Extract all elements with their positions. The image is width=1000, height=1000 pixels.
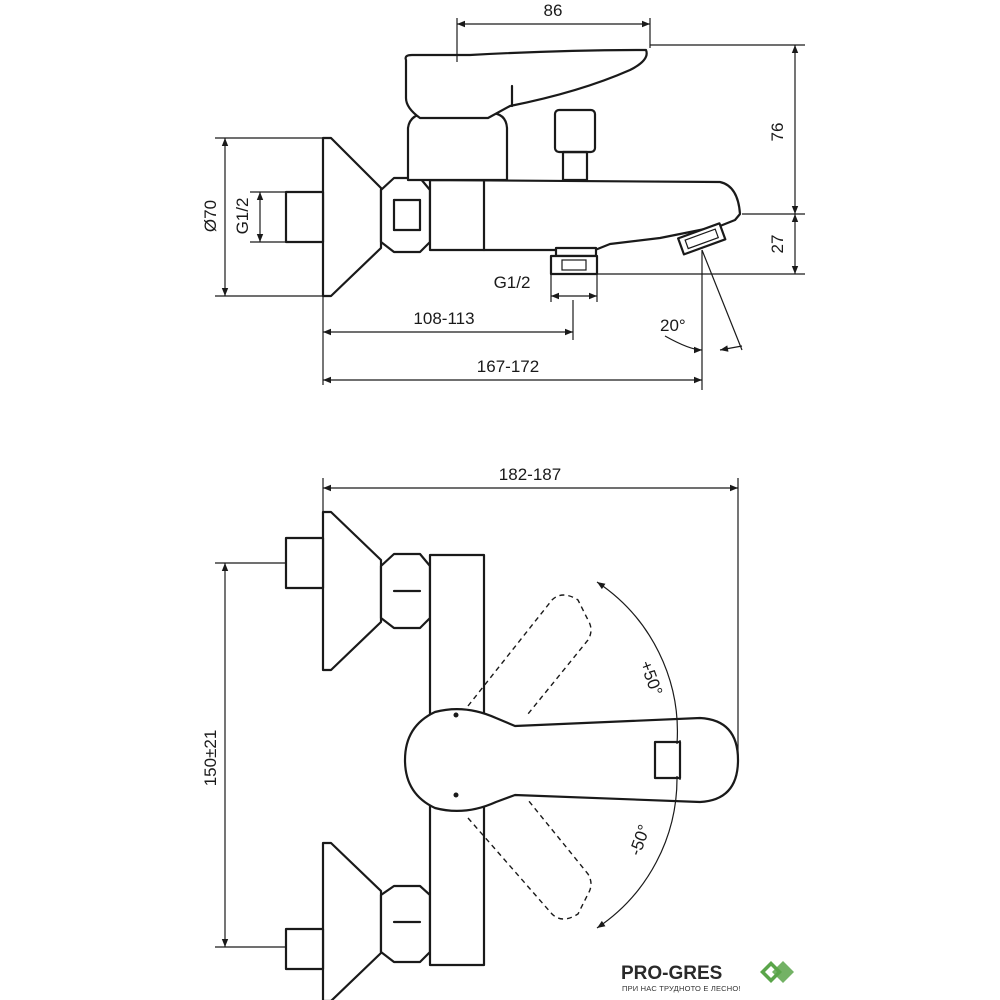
dim-spout-angle-label: 20° xyxy=(660,316,686,335)
dim-rosette-diameter: Ø70 xyxy=(201,137,323,297)
dim-lever-width: 86 xyxy=(456,1,651,62)
dim-height-top-label: 76 xyxy=(768,123,787,142)
wall-rosette xyxy=(321,136,383,298)
dim-rosette-diameter-label: Ø70 xyxy=(201,200,220,232)
dim-centre-distance-label: 150±21 xyxy=(201,730,220,787)
lower-rosette xyxy=(321,841,383,1000)
brand-tagline: ПРИ НАС ТРУДНОТО Е ЛЕСНО! xyxy=(622,984,741,993)
screw-dot-top xyxy=(453,712,459,718)
dim-lever-width-label: 86 xyxy=(544,1,563,20)
lower-hex-nut xyxy=(379,884,432,964)
screw-dot-bottom xyxy=(453,792,459,798)
dim-shower-outlet-label: 108-113 xyxy=(413,309,474,328)
upper-pipe-stub xyxy=(284,536,325,590)
dim-thread-outlet: G1/2 xyxy=(494,273,598,302)
top-view: +50° -50° 182-187 150±21 xyxy=(201,465,740,1000)
dim-spout-projection-label: 167-172 xyxy=(477,357,539,376)
brand-name: PRO-GRES xyxy=(621,963,722,984)
upper-hex-nut xyxy=(379,552,432,630)
cartridge-housing xyxy=(406,111,509,182)
lever-position-plus-50 xyxy=(467,594,592,715)
lever-position-minus-50 xyxy=(467,799,592,920)
dim-spout-projection: 167-172 xyxy=(323,250,703,390)
brand-logo: PRO-GRES ПРИ НАС ТРУДНОТО Е ЛЕСНО! xyxy=(621,961,794,993)
hex-nut xyxy=(379,176,432,254)
wall-pipe-stub xyxy=(284,190,325,244)
dim-shower-outlet: 108-113 xyxy=(322,296,574,385)
dim-thread-wall-label: G1/2 xyxy=(233,198,252,235)
dim-thread-wall: G1/2 xyxy=(233,191,286,243)
rotation-minus-label: -50° xyxy=(626,822,655,858)
diverter-knob xyxy=(553,108,597,182)
lower-pipe-stub xyxy=(284,927,325,971)
side-view: 86 76 27 Ø70 G1/2 xyxy=(201,1,805,390)
rotation-plus-label: +50° xyxy=(636,658,666,698)
dim-spout-angle: 20° xyxy=(660,249,743,354)
lever-slot xyxy=(653,740,682,780)
dim-height-spout-label: 27 xyxy=(768,235,787,254)
mixer-body xyxy=(428,178,742,252)
lever xyxy=(404,48,648,120)
upper-rosette xyxy=(321,510,383,672)
dim-total-depth-label: 182-187 xyxy=(499,465,561,484)
dim-total-depth: 182-187 xyxy=(322,465,739,760)
dim-thread-outlet-label: G1/2 xyxy=(494,273,531,292)
brand-chevron-icon xyxy=(760,961,794,983)
aerator xyxy=(677,222,727,256)
dim-centre-distance: 150±21 xyxy=(201,562,286,948)
shower-outlet xyxy=(549,246,599,276)
